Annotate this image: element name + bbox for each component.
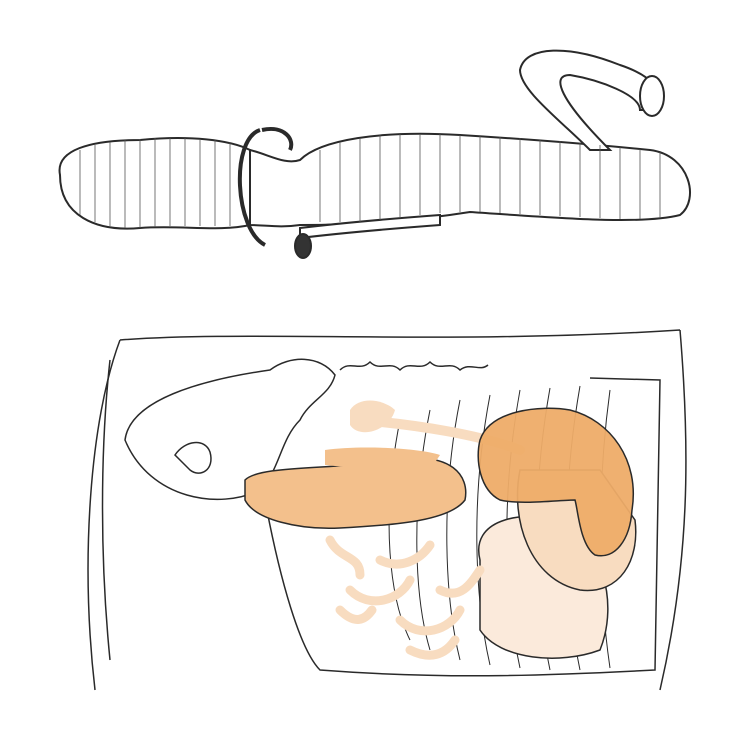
- top-panel-intestine: [58, 49, 691, 259]
- intestine-twist: [249, 132, 691, 228]
- colon-large: [244, 457, 467, 529]
- bottom-panel-abdomen: [87, 329, 687, 691]
- intestine-opening-right: [639, 75, 665, 117]
- small-intestine-loops: [325, 535, 485, 660]
- twist-ring: [237, 127, 294, 247]
- spine: [339, 360, 489, 372]
- spleen-stomach: [477, 407, 634, 557]
- colon-upper: [325, 447, 440, 470]
- pelvis-hole: [174, 441, 212, 474]
- intestine-hatching: [79, 134, 661, 228]
- body-wall-inner: [101, 359, 661, 677]
- intestine-tube-lower: [299, 213, 441, 240]
- cecum-small: [350, 400, 395, 433]
- body-outline: [87, 329, 687, 691]
- pelvis-bone: [124, 358, 336, 501]
- intestine-opening-lower: [294, 233, 312, 259]
